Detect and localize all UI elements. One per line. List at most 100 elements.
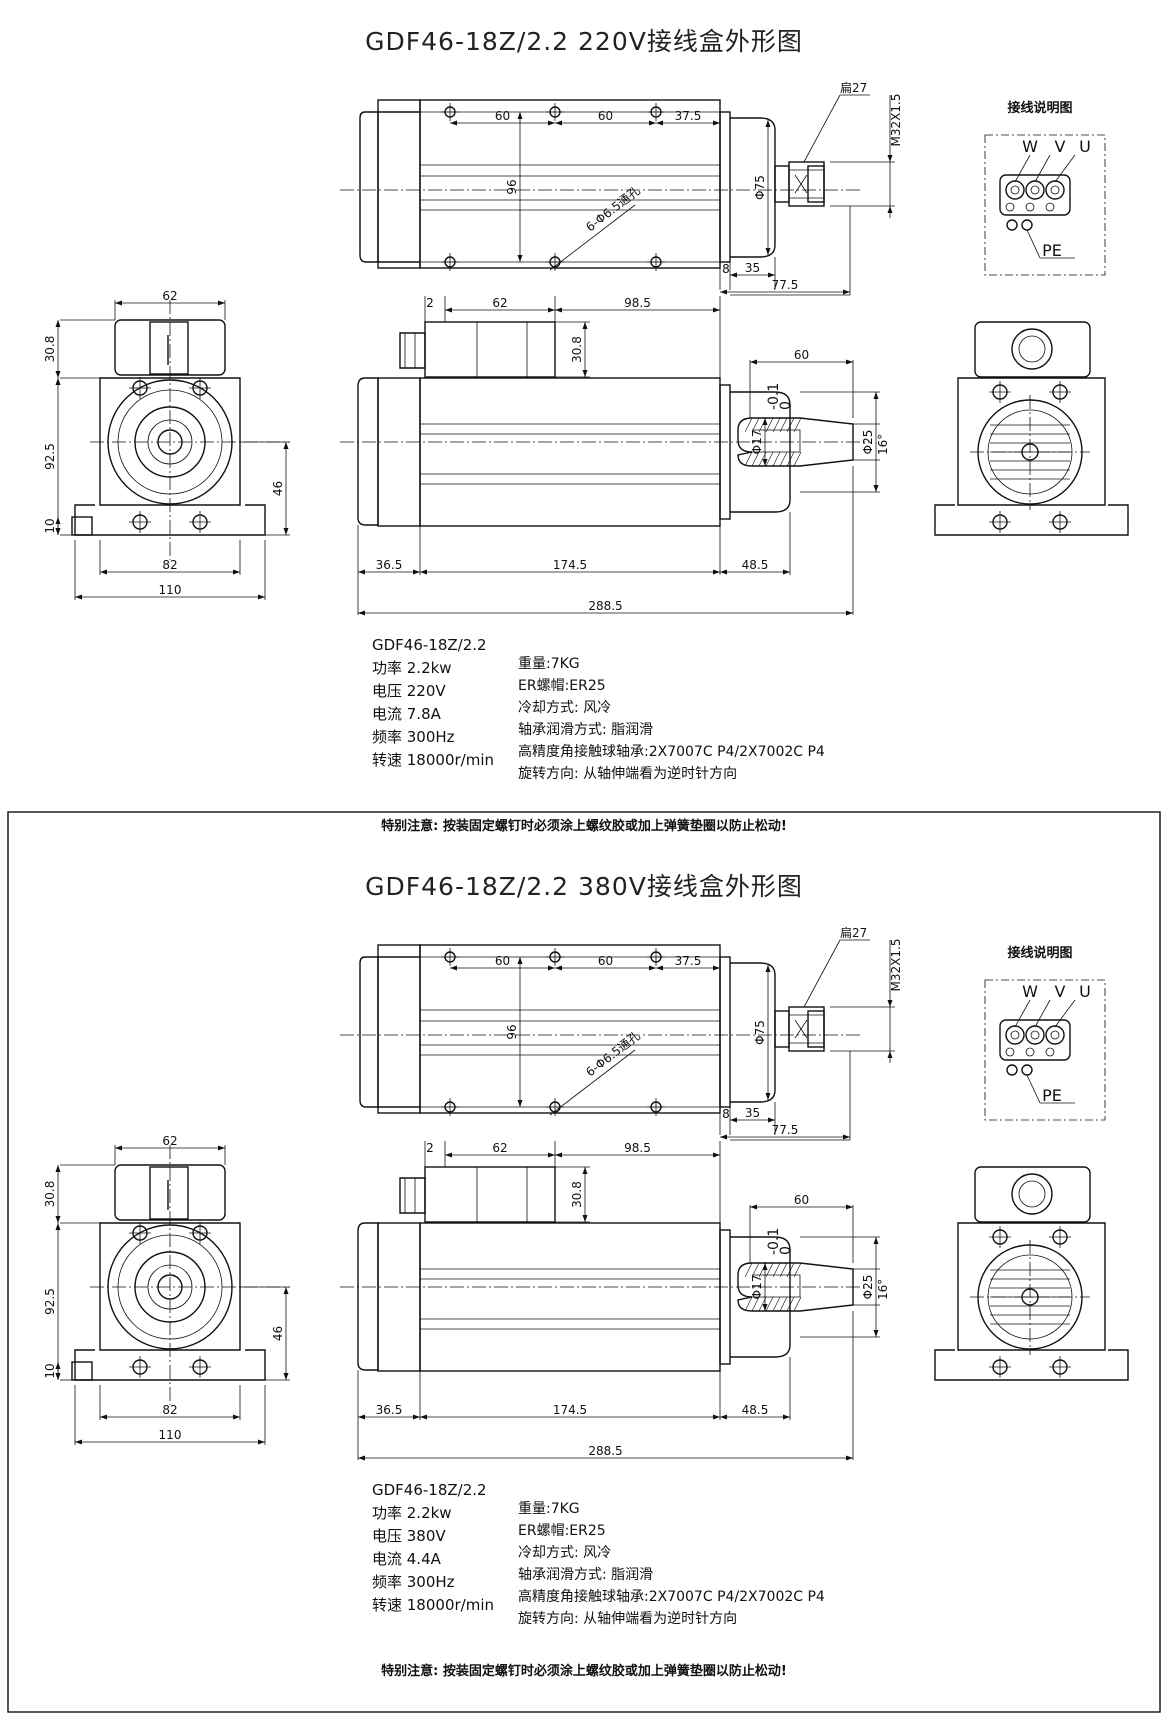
dim-s-d25: Φ25 bbox=[861, 1275, 875, 1300]
dim-96: 96 bbox=[505, 1024, 519, 1039]
pe-terminal bbox=[1006, 1064, 1018, 1076]
dim-arrow bbox=[873, 1237, 879, 1244]
side-front bbox=[730, 1236, 791, 1358]
dim-e-92-5: 92.5 bbox=[43, 1288, 57, 1315]
dim-arrow bbox=[55, 371, 61, 378]
dim-arrow bbox=[762, 1304, 768, 1311]
shaft-end bbox=[807, 165, 825, 203]
dim-arrow bbox=[75, 1439, 82, 1445]
rear-flange bbox=[377, 99, 421, 269]
grease-nipple bbox=[71, 1361, 93, 1381]
hatch bbox=[786, 1262, 795, 1278]
hatch bbox=[751, 451, 760, 467]
dim-35: 35 bbox=[745, 261, 760, 275]
terminal-screw bbox=[1045, 202, 1055, 212]
terminal-screw bbox=[1025, 202, 1035, 212]
wire-w: W bbox=[1022, 982, 1038, 1001]
side-rear-cover bbox=[357, 377, 379, 526]
dim-35: 35 bbox=[745, 1106, 760, 1120]
line bbox=[1054, 999, 1076, 1028]
spec2-line: 轴承润滑方式: 脂润滑 bbox=[518, 1566, 653, 1583]
dim-arrow bbox=[75, 594, 82, 600]
spec-model: GDF46-18Z/2.2 bbox=[372, 1481, 487, 1499]
dim-e-110: 110 bbox=[159, 583, 182, 597]
dim-arrow bbox=[887, 1000, 893, 1007]
dim-arrow bbox=[55, 1223, 61, 1230]
dim-arrow bbox=[218, 300, 225, 306]
wiring-box bbox=[984, 979, 1106, 1121]
dim-arrow bbox=[283, 442, 289, 449]
dim-arrow bbox=[55, 528, 61, 535]
terminal-core bbox=[1030, 1030, 1040, 1040]
dim-arrow bbox=[55, 517, 61, 524]
circle bbox=[1018, 1180, 1046, 1208]
shaft-neck bbox=[774, 1010, 790, 1048]
dim-arrow bbox=[730, 272, 737, 278]
spec2-line: 重量:7KG bbox=[518, 656, 580, 672]
sheet-title: GDF46-18Z/2.2 380V接线盒外形图 bbox=[365, 872, 803, 901]
terminal-core bbox=[1050, 185, 1060, 195]
dim-37-5: 37.5 bbox=[675, 954, 702, 968]
dim-e-82: 82 bbox=[162, 558, 177, 572]
circle bbox=[1018, 335, 1046, 363]
dim-77-5: 77.5 bbox=[772, 278, 799, 292]
spec-note: 特别注意: 按装固定螺钉时必须涂上螺纹胶或加上弹簧垫圈以防止松动! bbox=[381, 818, 787, 834]
spec-line: 转速 18000r/min bbox=[372, 751, 494, 769]
dim-arrow bbox=[55, 1373, 61, 1380]
dim-arrow bbox=[887, 155, 893, 162]
right-gland bbox=[1011, 1173, 1053, 1215]
flat-leader bbox=[803, 94, 841, 163]
dim-arrow bbox=[846, 1455, 853, 1461]
dim-arrow bbox=[846, 610, 853, 616]
front-step bbox=[719, 956, 731, 1108]
spec2-line: ER螺帽:ER25 bbox=[518, 678, 606, 694]
dim-60a: 60 bbox=[495, 109, 510, 123]
wiring-box bbox=[984, 134, 1106, 276]
hatch bbox=[751, 417, 760, 433]
dim-arrow bbox=[420, 1414, 427, 1420]
dim-s-2: 2 bbox=[426, 1141, 434, 1155]
dim-arrow bbox=[445, 1152, 452, 1158]
line bbox=[1034, 154, 1051, 183]
dim-s-288-5: 288.5 bbox=[588, 1444, 622, 1458]
dim-77-5: 77.5 bbox=[772, 1123, 799, 1137]
dim-arrow bbox=[358, 569, 365, 575]
dim-arrow bbox=[413, 569, 420, 575]
line bbox=[1026, 229, 1041, 259]
wire-w: W bbox=[1022, 137, 1038, 156]
dim-arrow bbox=[358, 610, 365, 616]
dim-arrow bbox=[713, 1414, 720, 1420]
sheet-frame bbox=[7, 811, 1161, 1713]
terminal-block bbox=[999, 1019, 1071, 1061]
pe-terminal bbox=[1006, 219, 1018, 231]
wire-pe: PE bbox=[1042, 1086, 1062, 1105]
hatch bbox=[772, 1262, 781, 1278]
dim-arrow bbox=[413, 1414, 420, 1420]
dim-thread: M32X1.5 bbox=[889, 939, 903, 992]
dim-arrow bbox=[720, 289, 727, 295]
spec-line: 电压 380V bbox=[372, 1527, 446, 1545]
dim-hole: 6-Φ6.5通孔 bbox=[583, 1029, 642, 1080]
wire-u: U bbox=[1079, 982, 1091, 1001]
dim-arrow bbox=[517, 1100, 523, 1107]
dim-arrow bbox=[517, 112, 523, 119]
cable-gland bbox=[399, 1177, 426, 1214]
dim-arrow bbox=[258, 1439, 265, 1445]
dim-e-46: 46 bbox=[271, 1326, 285, 1341]
hatch bbox=[772, 451, 781, 467]
dim-arrow bbox=[713, 965, 720, 971]
dim-s-d25: Φ25 bbox=[861, 430, 875, 455]
dim-arrow bbox=[762, 1263, 768, 1270]
dim-arrow bbox=[768, 1117, 775, 1123]
left-box-inner bbox=[149, 1166, 189, 1220]
hatch bbox=[779, 1262, 788, 1278]
dim-arrow bbox=[115, 300, 122, 306]
hatch bbox=[772, 1296, 781, 1312]
side-body bbox=[419, 377, 721, 527]
dim-arrow bbox=[750, 1204, 757, 1210]
dim-e-46: 46 bbox=[271, 481, 285, 496]
dim-arrow bbox=[55, 320, 61, 327]
